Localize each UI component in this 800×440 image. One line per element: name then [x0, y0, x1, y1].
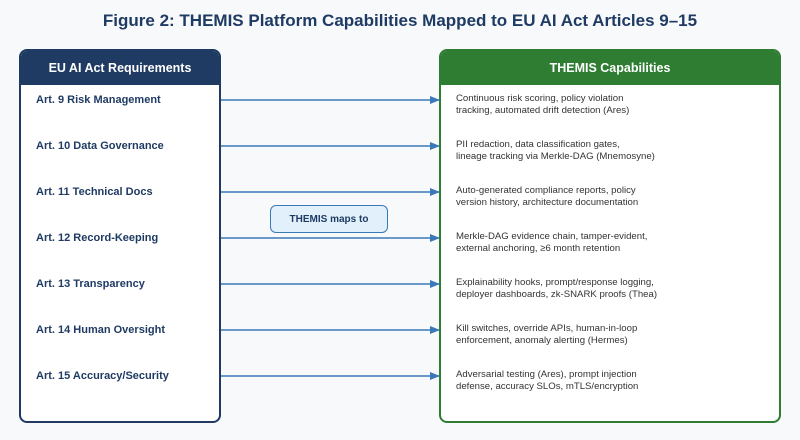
requirement-art-10: Art. 10 Data Governance [36, 140, 164, 152]
capability-record-keeping: Merkle-DAG evidence chain, tamper-eviden… [456, 231, 648, 254]
capabilities-panel-header: THEMIS Capabilities [441, 51, 779, 85]
themis-capabilities-panel: THEMIS Capabilities Continuous risk scor… [439, 49, 781, 423]
requirement-art-14: Art. 14 Human Oversight [36, 324, 165, 336]
figure-title: Figure 2: THEMIS Platform Capabilities M… [102, 11, 698, 30]
capability-accuracy-security: Adversarial testing (Ares), prompt injec… [456, 369, 639, 392]
capability-human-oversight: Kill switches, override APIs, human-in-l… [456, 323, 638, 346]
requirement-art-11: Art. 11 Technical Docs [36, 186, 153, 198]
requirement-art-13: Art. 13 Transparency [36, 278, 145, 290]
requirement-art-12: Art. 12 Record-Keeping [36, 232, 159, 244]
eu-ai-act-requirements-panel: EU AI Act Requirements Art. 9 Risk Manag… [19, 49, 221, 423]
themis-maps-to-label: THEMIS maps to [270, 205, 388, 233]
requirements-panel-header: EU AI Act Requirements [21, 51, 219, 85]
requirement-art-9: Art. 9 Risk Management [36, 94, 161, 106]
capability-technical-docs: Auto-generated compliance reports, polic… [456, 185, 639, 208]
capability-risk-management: Continuous risk scoring, policy violatio… [456, 93, 630, 116]
capability-transparency: Explainability hooks, prompt/response lo… [456, 277, 658, 300]
requirement-art-15: Art. 15 Accuracy/Security [36, 370, 169, 382]
capability-data-governance: PII redaction, data classification gates… [456, 139, 655, 162]
